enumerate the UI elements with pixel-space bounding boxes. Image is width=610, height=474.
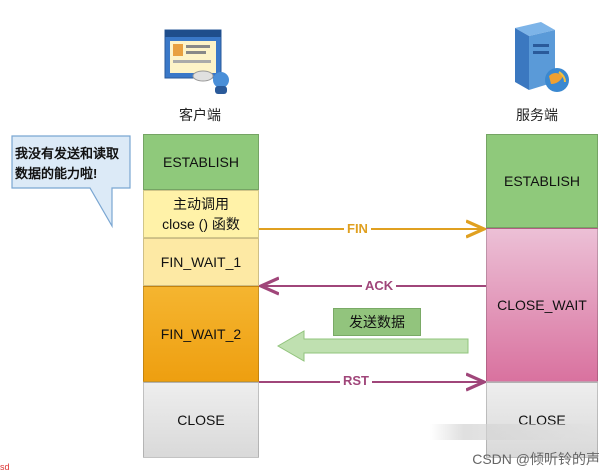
close-call-line-1: 主动调用 bbox=[173, 196, 229, 212]
fin-wait-1-label: FIN_WAIT_1 bbox=[160, 254, 242, 270]
computer-window-icon bbox=[163, 26, 235, 96]
watermark: CSDN @倾听铃的声 bbox=[472, 451, 600, 467]
server-tower-icon bbox=[505, 20, 575, 95]
client-close-call: 主动调用 close () 函数 bbox=[143, 190, 259, 238]
rst-label: RST bbox=[340, 373, 372, 388]
client-state-establish: ESTABLISH bbox=[143, 134, 259, 190]
client-establish-label: ESTABLISH bbox=[163, 154, 239, 170]
server-title: 服务端 bbox=[516, 107, 558, 123]
send-data-label: 发送数据 bbox=[333, 308, 421, 336]
client-title: 客户端 bbox=[179, 107, 221, 123]
bubble-text: 我没有发送和读取 数据的能力啦! bbox=[15, 144, 121, 184]
server-establish-label: ESTABLISH bbox=[504, 173, 580, 189]
fin-label: FIN bbox=[344, 221, 371, 236]
client-state-fin-wait-2: FIN_WAIT_2 bbox=[143, 286, 259, 382]
close-call-line-2: close () 函数 bbox=[162, 216, 240, 232]
server-state-close-wait: CLOSE_WAIT bbox=[486, 228, 598, 382]
server-state-establish: ESTABLISH bbox=[486, 134, 598, 228]
watermark-smear bbox=[430, 424, 600, 440]
fin-wait-2-label: FIN_WAIT_2 bbox=[160, 326, 242, 342]
client-close-label: CLOSE bbox=[177, 412, 225, 428]
bubble-line-1: 我没有发送和读取 bbox=[15, 146, 120, 161]
bubble-line-2: 数据的能力啦! bbox=[15, 166, 98, 181]
corner-mark: sd bbox=[0, 462, 10, 472]
client-state-fin-wait-1: FIN_WAIT_1 bbox=[143, 238, 259, 286]
send-data-arrow bbox=[276, 330, 469, 362]
close-wait-label: CLOSE_WAIT bbox=[497, 297, 587, 313]
client-state-close: CLOSE bbox=[143, 382, 259, 458]
ack-label: ACK bbox=[362, 278, 397, 293]
